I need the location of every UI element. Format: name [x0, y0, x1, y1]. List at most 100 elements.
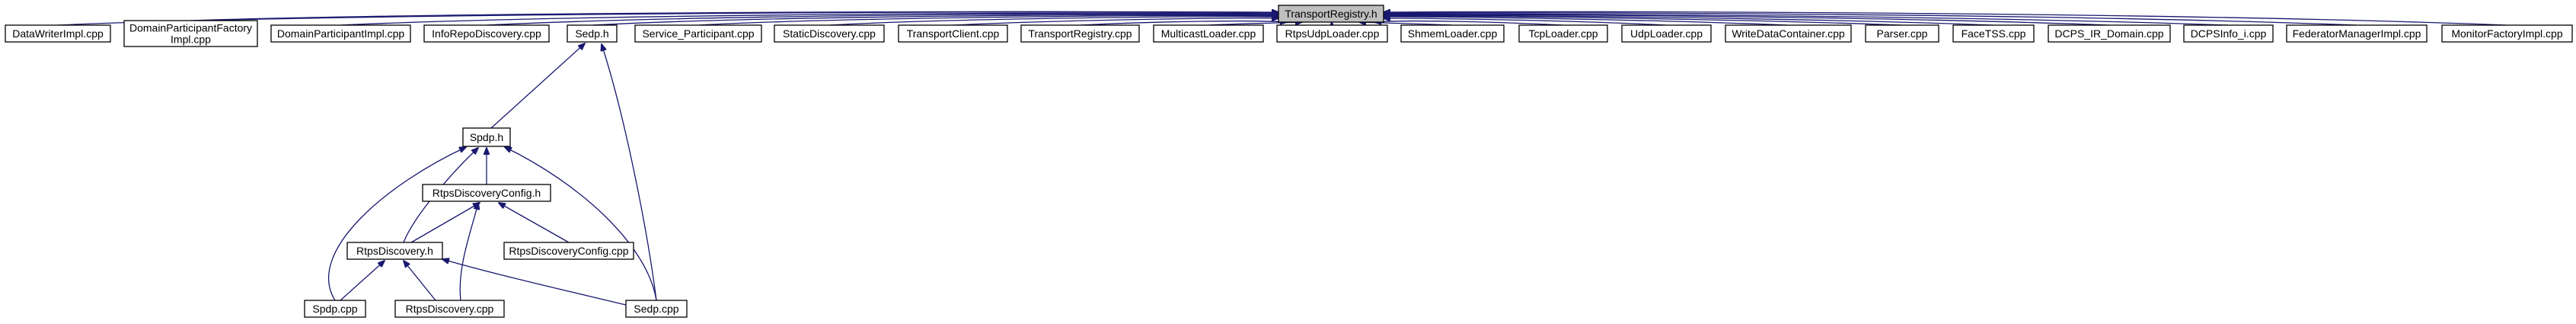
node-rtpsdiscoveryconfig-h[interactable]: RtpsDiscoveryConfig.h — [422, 184, 551, 202]
edge-sedp_cpp-to-sedp_h — [602, 44, 657, 301]
node-label: MonitorFactoryImpl.cpp — [2451, 27, 2562, 40]
edge-rtpsdiscovery_h-to-rtpsdiscoveryconfig_h — [410, 203, 480, 243]
node-box — [1621, 24, 1712, 43]
node-udploader-cpp[interactable]: UdpLoader.cpp — [1621, 24, 1712, 43]
edge-sedp_h-to-transportregistry_h — [592, 14, 1278, 26]
node-label: UdpLoader.cpp — [1630, 27, 1703, 40]
node-label: Impl.cpp — [171, 34, 211, 46]
node-transportclient-cpp[interactable]: TransportClient.cpp — [898, 24, 1008, 43]
node-box — [2286, 24, 2428, 43]
node-box — [1400, 24, 1505, 43]
node-label: FaceTSS.cpp — [1962, 27, 2026, 40]
node-box — [462, 127, 511, 147]
node-label: FederatorManagerImpl.cpp — [2293, 27, 2421, 40]
edge-domainparticipantfactoryimpl_cpp-to-transportregistry_h — [190, 11, 1278, 21]
edge-transportclient_cpp-to-transportregistry_h — [952, 18, 1278, 26]
node-box — [270, 24, 411, 43]
node-rtpsudploader-cpp[interactable]: RtpsUdpLoader.cpp — [1276, 24, 1388, 43]
node-dcpsinfo-i-cpp[interactable]: DCPSInfo_i.cpp — [2183, 24, 2274, 43]
node-parser-cpp[interactable]: Parser.cpp — [1865, 24, 1939, 43]
node-inforepodiscovery-cpp[interactable]: InfoRepoDiscovery.cpp — [423, 24, 550, 43]
node-label: Service_Participant.cpp — [642, 27, 754, 40]
node-federatormanagerimpl-cpp[interactable]: FederatorManagerImpl.cpp — [2286, 24, 2428, 43]
node-label: DCPS_IR_Domain.cpp — [2054, 27, 2163, 40]
node-label: MulticastLoader.cpp — [1161, 27, 1256, 40]
node-box — [1952, 24, 2035, 43]
node-sedp-cpp[interactable]: Sedp.cpp — [625, 300, 688, 318]
node-facetss-cpp[interactable]: FaceTSS.cpp — [1952, 24, 2035, 43]
node-label: Spdp.h — [470, 131, 503, 143]
node-box — [634, 24, 762, 43]
node-label: TransportRegistry.cpp — [1028, 27, 1132, 40]
node-box — [1278, 5, 1384, 23]
node-box — [567, 24, 618, 43]
node-box — [123, 20, 258, 47]
edge-dcps_ir_domain_cpp-to-transportregistry_h — [1384, 14, 2110, 26]
node-label: DomainParticipantFactory — [129, 22, 252, 34]
node-box — [1865, 24, 1939, 43]
node-label: WriteDataContainer.cpp — [1732, 27, 1845, 40]
node-label: TcpLoader.cpp — [1528, 27, 1598, 40]
node-label: InfoRepoDiscovery.cpp — [432, 27, 541, 40]
node-box — [5, 24, 111, 43]
node-spdp-h[interactable]: Spdp.h — [462, 127, 511, 147]
node-label: RtpsDiscoveryConfig.cpp — [509, 245, 628, 257]
node-label: TransportClient.cpp — [907, 27, 1000, 40]
node-label: Sedp.h — [575, 27, 608, 40]
edge-domainparticipantimpl_cpp-to-transportregistry_h — [340, 13, 1278, 26]
node-rtpsdiscoveryconfig-cpp[interactable]: RtpsDiscoveryConfig.cpp — [503, 242, 634, 260]
edge-transportregistry_cpp-to-transportregistry_h — [1079, 21, 1287, 26]
node-writedatacontainer-cpp[interactable]: WriteDataContainer.cpp — [1725, 24, 1852, 43]
node-label: TransportRegistry.h — [1285, 8, 1377, 20]
node-service-participant-cpp[interactable]: Service_Participant.cpp — [634, 24, 762, 43]
node-dcps-ir-domain-cpp[interactable]: DCPS_IR_Domain.cpp — [2048, 24, 2171, 43]
node-multicastloader-cpp[interactable]: MulticastLoader.cpp — [1153, 24, 1264, 43]
edge-spdp_cpp-to-rtpsdiscovery_h — [340, 261, 385, 301]
node-box — [423, 24, 550, 43]
node-domainparticipantimpl-cpp[interactable]: DomainParticipantImpl.cpp — [270, 24, 411, 43]
edge-spdp_h-to-sedp_h — [490, 43, 585, 129]
edge-dcpsinfo_i_cpp-to-transportregistry_h — [1384, 14, 2229, 26]
edge-rtpsdiscoveryconfig_cpp-to-rtpsdiscoveryconfig_h — [499, 203, 570, 243]
node-label: RtpsUdpLoader.cpp — [1285, 27, 1380, 40]
node-label: Sedp.cpp — [634, 303, 678, 315]
node-monitorfactoryimpl-cpp[interactable]: MonitorFactoryImpl.cpp — [2441, 24, 2573, 43]
node-label: RtpsDiscovery.h — [356, 245, 433, 257]
edge-monitorfactoryimpl_cpp-to-transportregistry_h — [1384, 11, 2507, 26]
node-box — [1276, 24, 1388, 43]
edge-sedp_cpp-to-rtpsdiscovery_h — [442, 259, 627, 306]
node-shmemloader-cpp[interactable]: ShmemLoader.cpp — [1400, 24, 1505, 43]
node-box — [625, 300, 688, 318]
node-label: ShmemLoader.cpp — [1408, 27, 1498, 40]
node-staticdiscovery-cpp[interactable]: StaticDiscovery.cpp — [774, 24, 885, 43]
node-box — [1518, 24, 1608, 43]
node-sedp-h[interactable]: Sedp.h — [567, 24, 618, 43]
node-box — [1725, 24, 1852, 43]
node-label: DomainParticipantImpl.cpp — [277, 27, 405, 40]
node-tcploader-cpp[interactable]: TcpLoader.cpp — [1518, 24, 1608, 43]
edge-facetss_cpp-to-transportregistry_h — [1384, 15, 1994, 26]
node-label: RtpsDiscoveryConfig.h — [433, 187, 541, 199]
node-datawriterimpl-cpp[interactable]: DataWriterImpl.cpp — [5, 24, 111, 43]
node-rtpsdiscovery-cpp[interactable]: RtpsDiscovery.cpp — [394, 300, 505, 318]
edge-tcploader_cpp-to-transportregistry_h — [1374, 21, 1564, 26]
node-box — [422, 184, 551, 202]
edge-writedatacontainer_cpp-to-transportregistry_h — [1384, 17, 1789, 26]
edge-service_participant_cpp-to-transportregistry_h — [697, 16, 1278, 26]
node-transportregistry-cpp[interactable]: TransportRegistry.cpp — [1020, 24, 1140, 43]
edge-parser_cpp-to-transportregistry_h — [1384, 16, 1903, 26]
node-box — [346, 242, 443, 260]
node-rtpsdiscovery-h[interactable]: RtpsDiscovery.h — [346, 242, 443, 260]
node-box — [304, 300, 366, 318]
node-transportregistry-h[interactable]: TransportRegistry.h — [1278, 5, 1384, 23]
node-label: RtpsDiscovery.cpp — [406, 303, 494, 315]
node-box — [2048, 24, 2171, 43]
node-box — [2441, 24, 2573, 43]
edge-inforepodiscovery_cpp-to-transportregistry_h — [486, 14, 1278, 26]
node-spdp-cpp[interactable]: Spdp.cpp — [304, 300, 366, 318]
node-box — [898, 24, 1008, 43]
edge-staticdiscovery_cpp-to-transportregistry_h — [828, 17, 1278, 26]
